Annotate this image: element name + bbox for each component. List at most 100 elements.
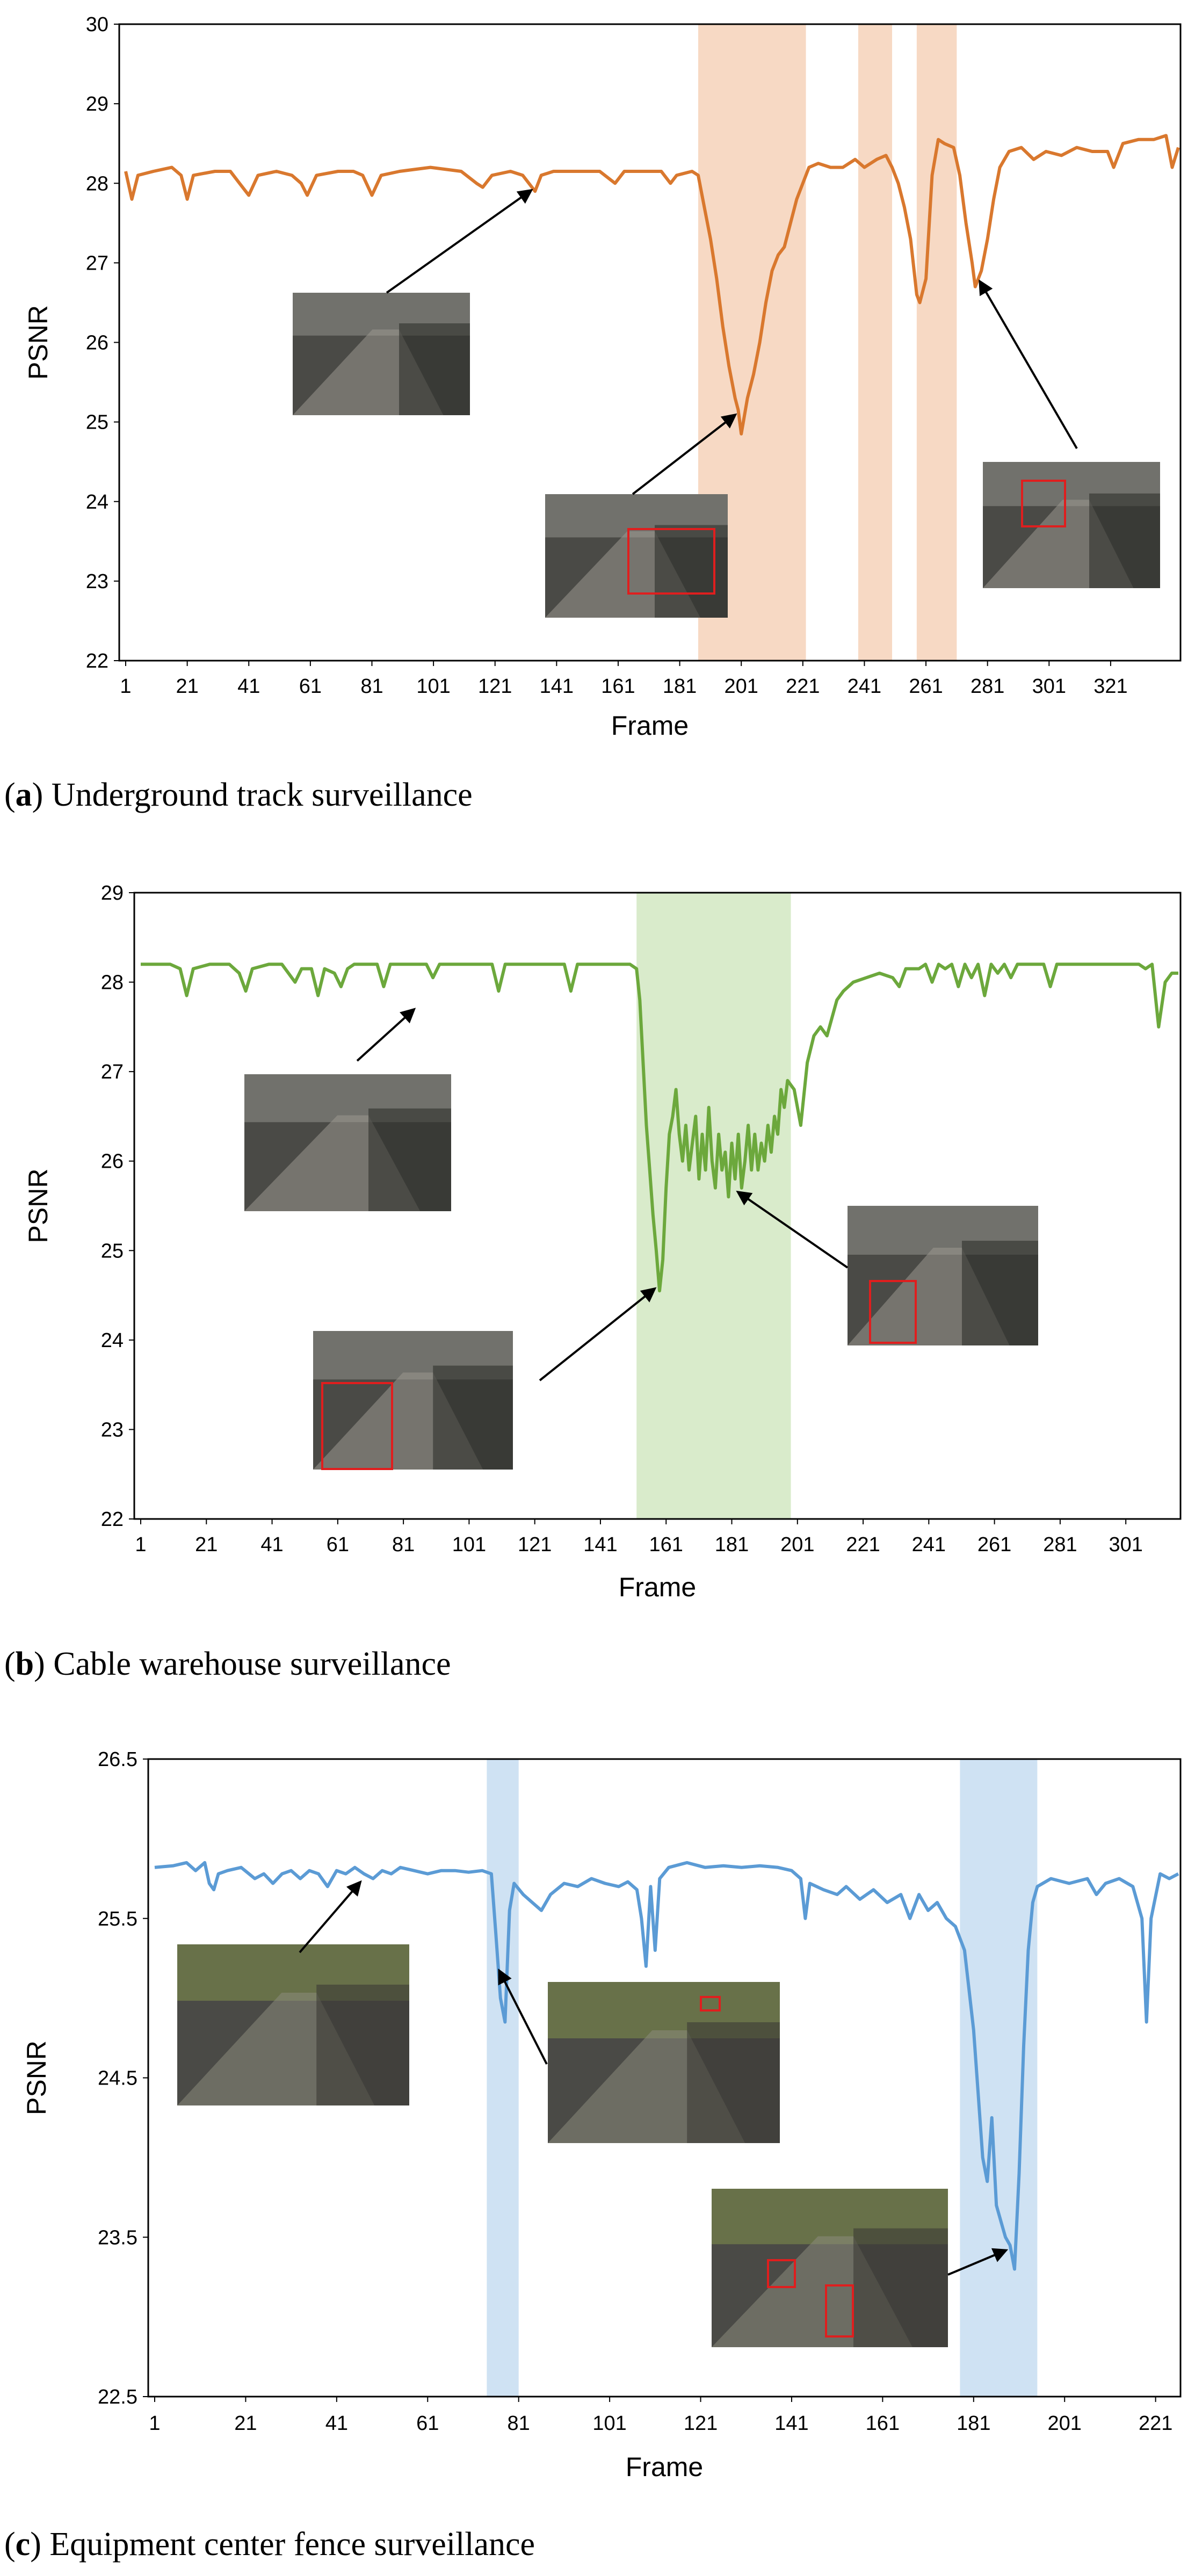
x-tick-label: 201 (724, 675, 758, 698)
annotation-arrow (498, 1969, 548, 2065)
highlight-band (636, 893, 791, 1519)
highlight-band (858, 24, 893, 661)
y-tick-label: 23 (86, 570, 108, 593)
x-tick-label: 41 (325, 2412, 348, 2435)
x-tick-label: 21 (195, 1533, 218, 1556)
annotation-arrow (299, 1880, 362, 1953)
x-axis-title: Frame (626, 2452, 703, 2482)
y-tick-label: 27 (101, 1061, 124, 1083)
x-tick-label: 241 (912, 1533, 946, 1556)
y-axis-title: PSNR (23, 1169, 53, 1243)
x-tick-label: 1 (149, 2412, 160, 2435)
detection-box (321, 1382, 393, 1470)
x-tick-label: 121 (684, 2412, 718, 2435)
y-tick-label: 22 (86, 650, 108, 672)
x-tick-label: 1 (120, 675, 131, 698)
y-tick-label: 26.5 (98, 1748, 137, 1771)
y-tick-label: 29 (101, 882, 124, 905)
inset-photo (545, 494, 728, 618)
x-tick-label: 301 (1109, 1533, 1142, 1556)
y-tick-label: 24.5 (98, 2067, 137, 2090)
detection-box (869, 1280, 917, 1344)
x-tick-label: 61 (416, 2412, 439, 2435)
x-tick-label: 1 (135, 1533, 146, 1556)
x-tick-label: 241 (848, 675, 881, 698)
highlight-band (487, 1759, 519, 2397)
y-tick-label: 23 (101, 1419, 124, 1441)
y-tick-label: 27 (86, 252, 108, 274)
x-tick-label: 41 (237, 675, 260, 698)
inset-photo (848, 1206, 1038, 1345)
y-tick-label: 25 (86, 411, 108, 434)
inset-photo (712, 2189, 948, 2347)
panel-caption: (a) Underground track surveillance (4, 777, 473, 813)
annotation-arrow (356, 1008, 416, 1062)
x-tick-label: 81 (360, 675, 383, 698)
x-tick-label: 181 (957, 2412, 990, 2435)
detection-box (1021, 480, 1066, 527)
y-tick-label: 28 (101, 972, 124, 994)
annotation-arrow (386, 189, 533, 294)
panel-caption: (b) Cable warehouse surveillance (4, 1646, 451, 1682)
detection-box (700, 1996, 721, 2011)
x-tick-label: 281 (971, 675, 1004, 698)
y-tick-label: 26 (86, 332, 108, 354)
y-axis-title: PSNR (21, 2040, 52, 2115)
y-tick-label: 26 (101, 1150, 124, 1173)
detection-box (767, 2259, 796, 2288)
x-tick-label: 101 (452, 1533, 486, 1556)
y-tick-label: 25.5 (98, 1908, 137, 1930)
inset-photo (177, 1944, 409, 2105)
x-tick-label: 61 (299, 675, 322, 698)
highlight-band (916, 24, 957, 661)
annotation-arrow (736, 1190, 849, 1269)
highlight-band (960, 1759, 1038, 2397)
x-tick-label: 161 (649, 1533, 683, 1556)
x-tick-label: 101 (416, 675, 450, 698)
y-tick-label: 22 (101, 1508, 124, 1531)
x-tick-label: 181 (715, 1533, 749, 1556)
x-tick-label: 81 (508, 2412, 530, 2435)
y-axis-title: PSNR (23, 305, 53, 380)
annotation-arrow (539, 1287, 657, 1381)
y-tick-label: 30 (86, 13, 108, 36)
detection-box (627, 528, 715, 595)
x-tick-label: 321 (1093, 675, 1127, 698)
inset-photo (313, 1331, 513, 1470)
psnr-series-line (124, 134, 1180, 436)
y-tick-label: 23.5 (98, 2226, 137, 2249)
inset-photo (293, 293, 470, 415)
x-tick-label: 301 (1032, 675, 1066, 698)
y-tick-label: 29 (86, 93, 108, 115)
x-tick-label: 261 (909, 675, 943, 698)
x-tick-label: 41 (260, 1533, 283, 1556)
x-tick-label: 121 (518, 1533, 552, 1556)
x-tick-label: 101 (592, 2412, 626, 2435)
y-tick-label: 24 (86, 491, 108, 513)
x-tick-label: 141 (774, 2412, 808, 2435)
detection-box (825, 2284, 854, 2338)
x-tick-label: 161 (601, 675, 635, 698)
annotation-arrow (632, 413, 737, 495)
y-tick-label: 22.5 (98, 2386, 137, 2408)
plot-frame (133, 892, 1182, 1520)
x-axis-title: Frame (619, 1572, 696, 1602)
y-tick-label: 24 (101, 1329, 124, 1352)
x-tick-label: 281 (1043, 1533, 1077, 1556)
x-axis-title: Frame (611, 711, 689, 741)
x-tick-label: 221 (786, 675, 820, 698)
inset-photo (548, 1982, 780, 2143)
annotation-arrow (947, 2248, 1009, 2276)
annotation-arrow (979, 279, 1078, 450)
inset-photo (983, 462, 1160, 588)
y-tick-label: 28 (86, 172, 108, 195)
x-tick-label: 221 (1139, 2412, 1172, 2435)
x-tick-label: 81 (392, 1533, 415, 1556)
inset-photo (244, 1074, 451, 1211)
psnr-series-line (141, 963, 1178, 1293)
x-tick-label: 61 (327, 1533, 349, 1556)
